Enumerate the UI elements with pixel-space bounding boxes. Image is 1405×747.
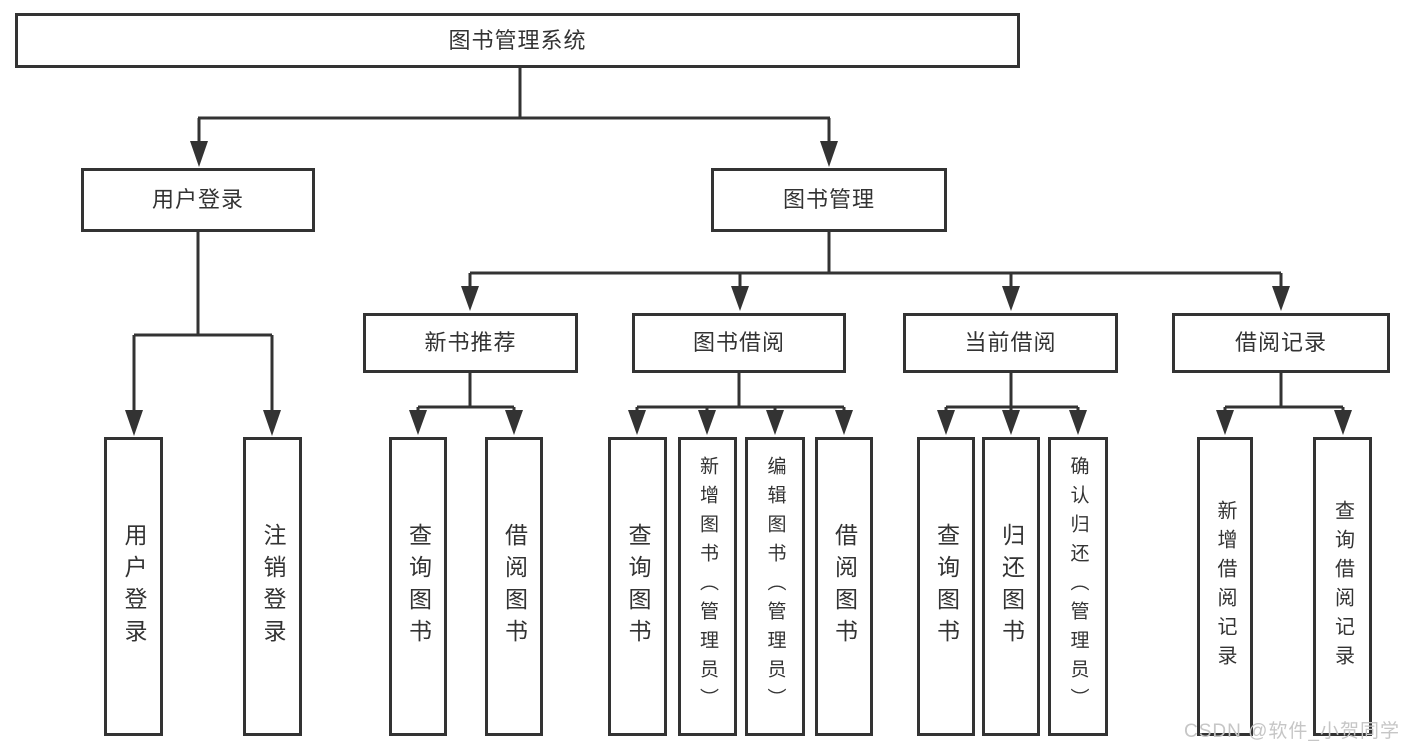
leaf-borrow-add-book-admin-label: 新增图书（管理员） xyxy=(697,456,718,717)
leaf-borrow-query-book: 查询图书 xyxy=(608,437,667,736)
node-user-login: 用户登录 xyxy=(81,168,315,232)
watermark: CSDN @软件_小贺同学 xyxy=(1184,721,1400,742)
leaf-current-confirm-return-admin: 确认归还（管理员） xyxy=(1048,437,1108,736)
leaf-logout: 注销登录 xyxy=(243,437,302,736)
leaf-borrow-borrow-book-label: 借阅图书 xyxy=(831,522,858,651)
arrowhead-icons xyxy=(125,141,1352,436)
node-root: 图书管理系统 xyxy=(15,13,1020,68)
node-borrow-records-label: 借阅记录 xyxy=(1234,330,1327,355)
leaf-recommend-query-book-label: 查询图书 xyxy=(405,522,432,651)
node-book-borrow-label: 图书借阅 xyxy=(692,330,785,355)
leaf-records-query-borrow-record-label: 查询借阅记录 xyxy=(1331,499,1354,674)
leaf-borrow-borrow-book: 借阅图书 xyxy=(815,437,873,736)
node-new-book-recommend: 新书推荐 xyxy=(363,313,578,373)
leaf-current-return-book: 归还图书 xyxy=(982,437,1040,736)
leaf-records-query-borrow-record: 查询借阅记录 xyxy=(1313,437,1372,736)
node-root-label: 图书管理系统 xyxy=(448,27,587,53)
leaf-logout-label: 注销登录 xyxy=(260,522,286,651)
node-book-mgmt-label: 图书管理 xyxy=(782,187,875,212)
leaf-records-add-borrow-record-label: 新增借阅记录 xyxy=(1214,499,1236,674)
leaf-current-query-book-label: 查询图书 xyxy=(933,522,960,651)
leaf-recommend-query-book: 查询图书 xyxy=(389,437,447,736)
node-borrow-records: 借阅记录 xyxy=(1172,313,1390,373)
leaf-recommend-borrow-book: 借阅图书 xyxy=(485,437,543,736)
leaf-current-return-book-label: 归还图书 xyxy=(998,522,1025,651)
leaf-borrow-edit-book-admin-label: 编辑图书（管理员） xyxy=(764,456,786,717)
node-book-mgmt: 图书管理 xyxy=(711,168,947,232)
node-new-book-recommend-label: 新书推荐 xyxy=(424,330,517,355)
leaf-borrow-add-book-admin: 新增图书（管理员） xyxy=(678,437,737,736)
leaf-login-label: 用户登录 xyxy=(121,522,147,651)
node-current-borrow: 当前借阅 xyxy=(903,313,1118,373)
leaf-borrow-edit-book-admin: 编辑图书（管理员） xyxy=(745,437,805,736)
leaf-borrow-query-book-label: 查询图书 xyxy=(625,522,651,651)
leaf-login: 用户登录 xyxy=(104,437,163,736)
node-user-login-label: 用户登录 xyxy=(151,187,244,212)
leaf-records-add-borrow-record: 新增借阅记录 xyxy=(1197,437,1253,736)
node-current-borrow-label: 当前借阅 xyxy=(964,330,1057,355)
leaf-current-query-book: 查询图书 xyxy=(917,437,975,736)
node-book-borrow: 图书借阅 xyxy=(632,313,846,373)
leaf-current-confirm-return-admin-label: 确认归还（管理员） xyxy=(1067,456,1089,717)
leaf-recommend-borrow-book-label: 借阅图书 xyxy=(501,522,528,651)
